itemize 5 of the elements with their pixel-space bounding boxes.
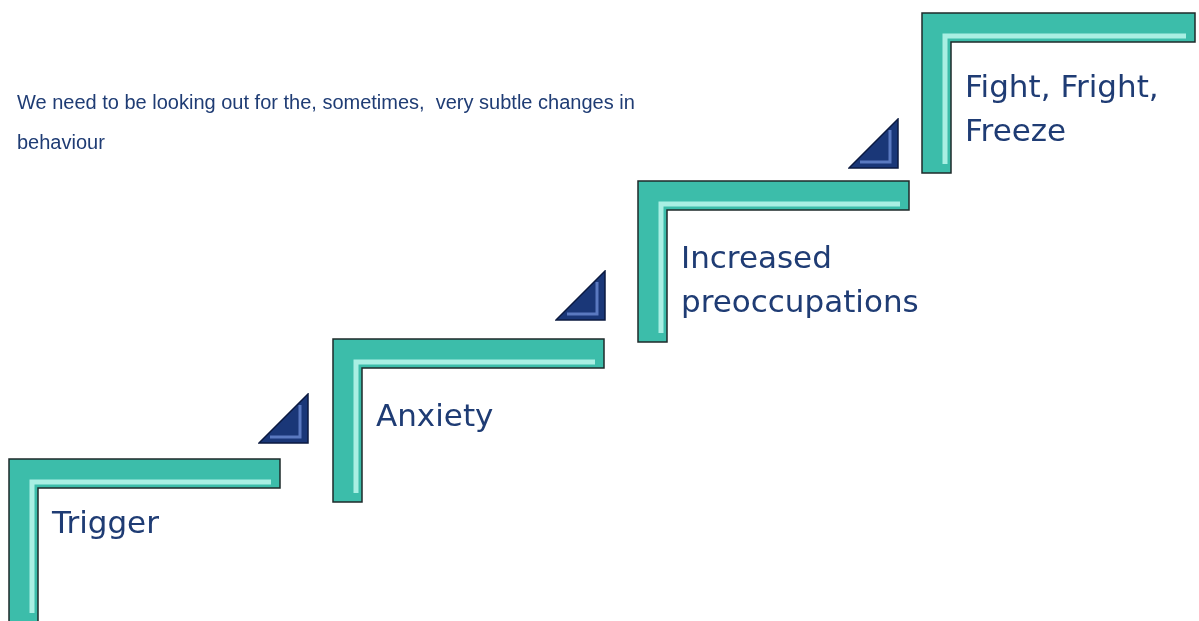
step-label: Anxiety bbox=[376, 396, 495, 435]
note-text: We need to be looking out for the, sometimes, very subtle changes in behaviour bbox=[17, 90, 636, 155]
step-label: Trigger bbox=[52, 503, 160, 542]
step-label: Fight, Fright, Freeze bbox=[965, 67, 1160, 150]
step-label: Increased preoccupations bbox=[681, 238, 920, 321]
